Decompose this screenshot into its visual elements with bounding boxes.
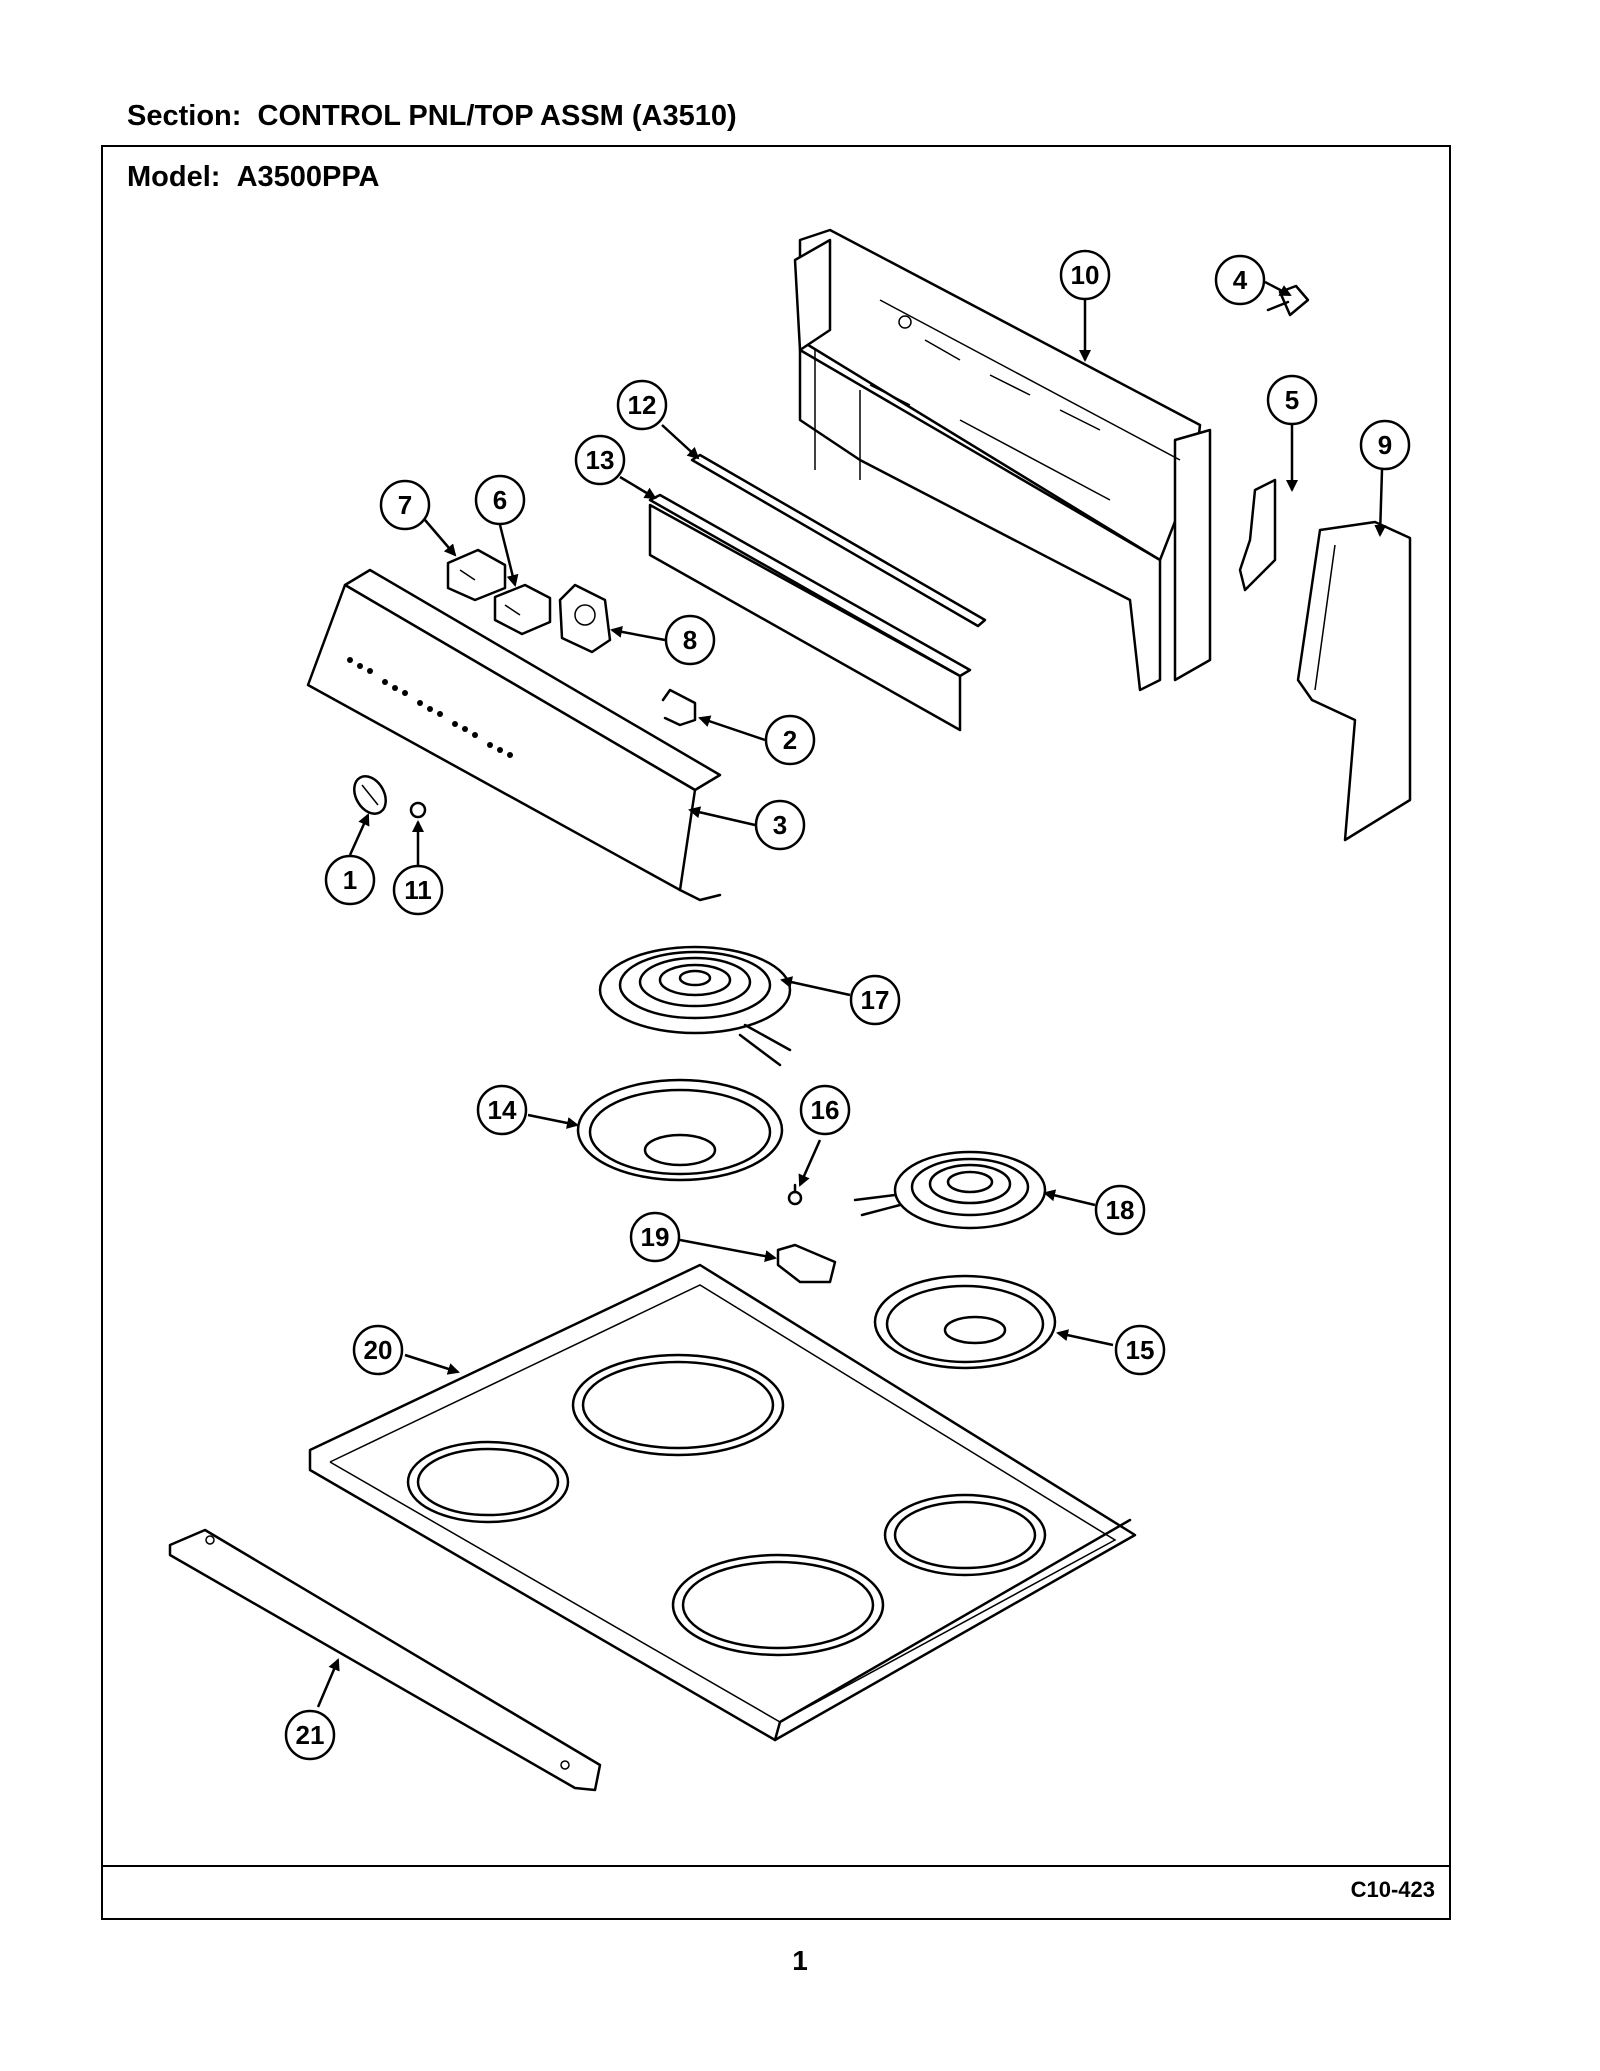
callout-13: 13 <box>574 434 626 486</box>
footer-divider <box>103 1865 1449 1867</box>
control-panel-part <box>306 568 722 902</box>
drip-pan-part-15 <box>873 1274 1057 1370</box>
callout-1: 1 <box>324 854 376 906</box>
callout-9: 9 <box>1359 419 1411 471</box>
svg-text:15: 15 <box>1126 1335 1155 1365</box>
trim-strip-part-21 <box>168 1528 602 1792</box>
svg-text:10: 10 <box>1071 260 1100 290</box>
model-label: Model: <box>127 161 221 193</box>
svg-text:8: 8 <box>683 625 697 655</box>
callout-16: 16 <box>799 1084 851 1136</box>
svg-text:12: 12 <box>628 390 657 420</box>
small-part-11 <box>409 801 427 819</box>
svg-text:16: 16 <box>811 1095 840 1125</box>
callout-17: 17 <box>849 974 901 1026</box>
callout-2: 2 <box>764 714 816 766</box>
section-label: Section: <box>127 100 242 132</box>
switch-part-6 <box>493 583 552 636</box>
cooktop-part-20 <box>308 1263 1137 1742</box>
section-title: Section: CONTROL PNL/TOP ASSM (A3510) <box>127 100 737 133</box>
callout-18: 18 <box>1094 1184 1146 1236</box>
svg-text:20: 20 <box>364 1335 393 1365</box>
svg-text:7: 7 <box>398 490 412 520</box>
page-number: 1 <box>792 1945 808 1976</box>
diagram-frame: Model: A3500PPA C10-423 <box>101 145 1451 1920</box>
callout-3: 3 <box>754 799 806 851</box>
switch-part-7 <box>446 548 507 602</box>
svg-text:5: 5 <box>1285 385 1299 415</box>
model-name: A3500PPA <box>236 161 380 193</box>
clip-part-19 <box>776 1243 837 1284</box>
svg-text:19: 19 <box>641 1222 670 1252</box>
callout-21: 21 <box>284 1709 336 1761</box>
svg-text:11: 11 <box>404 875 432 905</box>
callout-5: 5 <box>1266 374 1318 426</box>
model-title: Model: A3500PPA <box>127 161 380 194</box>
svg-text:1: 1 <box>343 865 357 895</box>
callout-19: 19 <box>629 1211 681 1263</box>
drawing-code: C10-423 <box>1350 1877 1435 1902</box>
callout-11: 11 <box>392 864 444 916</box>
callout-8: 8 <box>664 614 716 666</box>
callout-7: 7 <box>379 479 431 531</box>
knob-part-1 <box>353 775 387 815</box>
coil-element-part-18 <box>853 1150 1047 1230</box>
svg-text:21: 21 <box>296 1720 325 1750</box>
section-name: CONTROL PNL/TOP ASSM (A3510) <box>257 100 737 132</box>
bumper-part-4 <box>1266 284 1310 317</box>
svg-text:2: 2 <box>783 725 797 755</box>
callout-12: 12 <box>616 379 668 431</box>
callout-4: 4 <box>1214 254 1266 306</box>
coil-element-part-17 <box>598 945 792 1067</box>
callout-15: 15 <box>1114 1324 1166 1376</box>
side-trim-part-9 <box>1296 520 1412 842</box>
svg-text:3: 3 <box>773 810 787 840</box>
callout-20: 20 <box>352 1324 404 1376</box>
svg-text:14: 14 <box>488 1095 517 1125</box>
timer-part-8 <box>558 583 612 654</box>
svg-text:13: 13 <box>586 445 615 475</box>
drip-pan-part-14 <box>576 1078 784 1182</box>
bracket-part-5 <box>1238 478 1277 592</box>
clip-part-2 <box>661 688 697 727</box>
svg-text:4: 4 <box>1233 265 1248 295</box>
svg-text:6: 6 <box>493 485 507 515</box>
callout-6: 6 <box>474 474 526 526</box>
long-panel-part <box>648 493 972 732</box>
callout-10: 10 <box>1059 249 1111 301</box>
callout-14: 14 <box>476 1084 528 1136</box>
svg-text:17: 17 <box>861 985 890 1015</box>
screw-part-16 <box>787 1183 803 1206</box>
svg-text:18: 18 <box>1106 1195 1135 1225</box>
back-panel-part <box>793 228 1212 692</box>
leader-lines <box>316 280 1387 1708</box>
svg-text:9: 9 <box>1378 430 1392 460</box>
callout-labels: 1 2 3 4 5 6 7 8 9 10 11 12 13 14 15 16 1… <box>284 249 1411 1761</box>
